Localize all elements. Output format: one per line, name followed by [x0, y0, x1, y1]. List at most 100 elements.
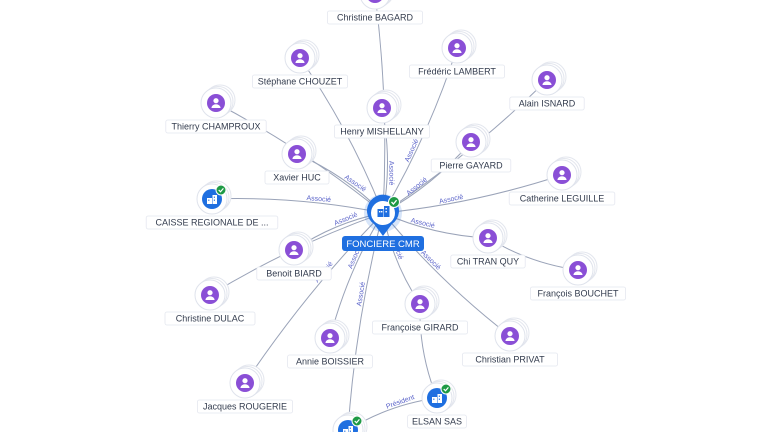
node-label: Xavier HUC	[273, 173, 321, 183]
node-pierre-gayard[interactable]: Pierre GAYARD	[430, 123, 512, 173]
node-frederic-lambert[interactable]: Frédéric LAMBERT	[408, 29, 505, 79]
node-jacques-rougerie[interactable]: Jacques ROUGERIE	[196, 364, 293, 414]
node-label: Pierre GAYARD	[439, 161, 503, 171]
node-label: Catherine LEGUILLE	[520, 194, 605, 204]
person-icon	[448, 39, 466, 57]
node-label: Jacques ROUGERIE	[203, 402, 287, 412]
center-label: FONCIERE CMR	[346, 239, 420, 250]
node-catherine-leguille[interactable]: Catherine LEGUILLE	[508, 156, 616, 206]
center-node[interactable]: FONCIERE CMR	[342, 194, 424, 251]
building-icon	[202, 189, 222, 209]
node-label-box	[264, 170, 330, 185]
person-icon	[207, 94, 225, 112]
person-icon	[373, 99, 391, 117]
node-label-box	[430, 158, 512, 173]
person-icon	[462, 133, 480, 151]
node-stephane-chouzet[interactable]: Stéphane CHOUZET	[251, 39, 348, 89]
node-label: Henry MISHELLANY	[340, 127, 424, 137]
edge-label: Associé	[356, 281, 367, 306]
node-label: François BOUCHET	[537, 289, 619, 299]
node-label: Frédéric LAMBERT	[418, 67, 496, 77]
nodes-layer: Christine BAGARD Frédéric LAMBERT Stéphane…	[145, 0, 627, 432]
building-icon	[377, 206, 390, 217]
node-label-box	[287, 354, 373, 369]
edge-center-annie-boissier	[329, 212, 384, 339]
node-label-box	[145, 215, 279, 230]
edge-label: Associé	[410, 217, 436, 230]
node-elsan-sas[interactable]: ELSAN SAS	[407, 379, 467, 429]
node-caisse-regionale[interactable]: CAISSE REGIONALE DE ...	[145, 180, 279, 230]
node-label-box	[407, 414, 467, 429]
node-label: Christine BAGARD	[337, 13, 414, 23]
edge-label: Associé	[306, 195, 331, 204]
node-label-box	[461, 352, 558, 367]
node-label-box	[509, 96, 585, 111]
node-label-box	[530, 286, 627, 301]
node-label: Benoit BIARD	[266, 269, 322, 279]
node-label: Christian PRIVAT	[475, 355, 545, 365]
node-label-box	[408, 64, 505, 79]
edge-center-christian-privat	[382, 212, 511, 337]
person-icon	[368, 0, 382, 3]
check-icon	[440, 383, 452, 395]
person-icon	[569, 261, 587, 279]
check-icon	[215, 184, 227, 196]
person-icon	[538, 71, 556, 89]
node-label: CAISSE REGIONALE DE ...	[155, 218, 268, 228]
node-christine-bagard[interactable]: Christine BAGARD	[326, 0, 423, 25]
node-label: ELSAN SAS	[412, 417, 462, 427]
person-icon	[501, 327, 519, 345]
node-label: Alain ISNARD	[519, 99, 576, 109]
node-francoise-girard[interactable]: Françoise GIRARD	[371, 285, 468, 335]
node-label: Stéphane CHOUZET	[258, 77, 343, 87]
check-icon	[351, 415, 363, 427]
person-icon	[321, 329, 339, 347]
building-icon	[427, 388, 447, 408]
node-company-bottom[interactable]	[332, 411, 368, 432]
edge-label: Associé	[405, 176, 429, 197]
edge-label: Associé	[333, 212, 358, 228]
person-icon	[288, 145, 306, 163]
center-label-box	[342, 236, 424, 251]
person-icon	[285, 241, 303, 259]
node-label-box	[164, 311, 256, 326]
person-icon	[553, 166, 571, 184]
node-label-box	[251, 74, 348, 89]
edge-label: Associé	[387, 161, 394, 186]
edge-center-catherine-leguille	[382, 174, 563, 214]
node-label-box	[326, 10, 423, 25]
node-henry-mishellany[interactable]: Henry MISHELLANY	[333, 89, 430, 139]
edge-label: Associé	[439, 194, 465, 206]
node-label: Chi TRAN QUY	[457, 257, 519, 267]
edge-label: Associé	[419, 250, 442, 272]
node-label-box	[165, 119, 267, 134]
node-label: Christine DULAC	[176, 314, 245, 324]
person-icon	[411, 295, 429, 313]
node-label-box	[508, 191, 616, 206]
node-xavier-huc[interactable]: Xavier HUC	[264, 135, 330, 185]
edge-center-caisse-regionale	[211, 198, 384, 214]
person-icon	[201, 286, 219, 304]
edge-label: Président	[385, 394, 415, 411]
node-label-box	[196, 399, 293, 414]
node-label: Françoise GIRARD	[381, 323, 459, 333]
node-label: Annie BOISSIER	[296, 357, 365, 367]
node-label: Thierry CHAMPROUX	[171, 122, 260, 132]
check-icon	[388, 196, 400, 208]
node-thierry-champroux[interactable]: Thierry CHAMPROUX	[165, 84, 267, 134]
node-alain-isnard[interactable]: Alain ISNARD	[509, 61, 585, 111]
node-benoit-biard[interactable]: Benoit BIARD	[256, 231, 332, 281]
node-label-box	[333, 124, 430, 139]
node-label-box	[450, 254, 526, 269]
edge-center-jacques-rougerie	[244, 212, 384, 384]
node-francois-bouchet[interactable]: François BOUCHET	[530, 251, 627, 301]
node-annie-boissier[interactable]: Annie BOISSIER	[287, 319, 373, 369]
person-icon	[236, 374, 254, 392]
node-christian-privat[interactable]: Christian PRIVAT	[461, 317, 558, 367]
person-icon	[291, 49, 309, 67]
person-icon	[479, 229, 497, 247]
node-label-box	[256, 266, 332, 281]
node-chi-tran-quy[interactable]: Chi TRAN QUY	[450, 219, 526, 269]
node-christine-dulac[interactable]: Christine DULAC	[164, 276, 256, 326]
